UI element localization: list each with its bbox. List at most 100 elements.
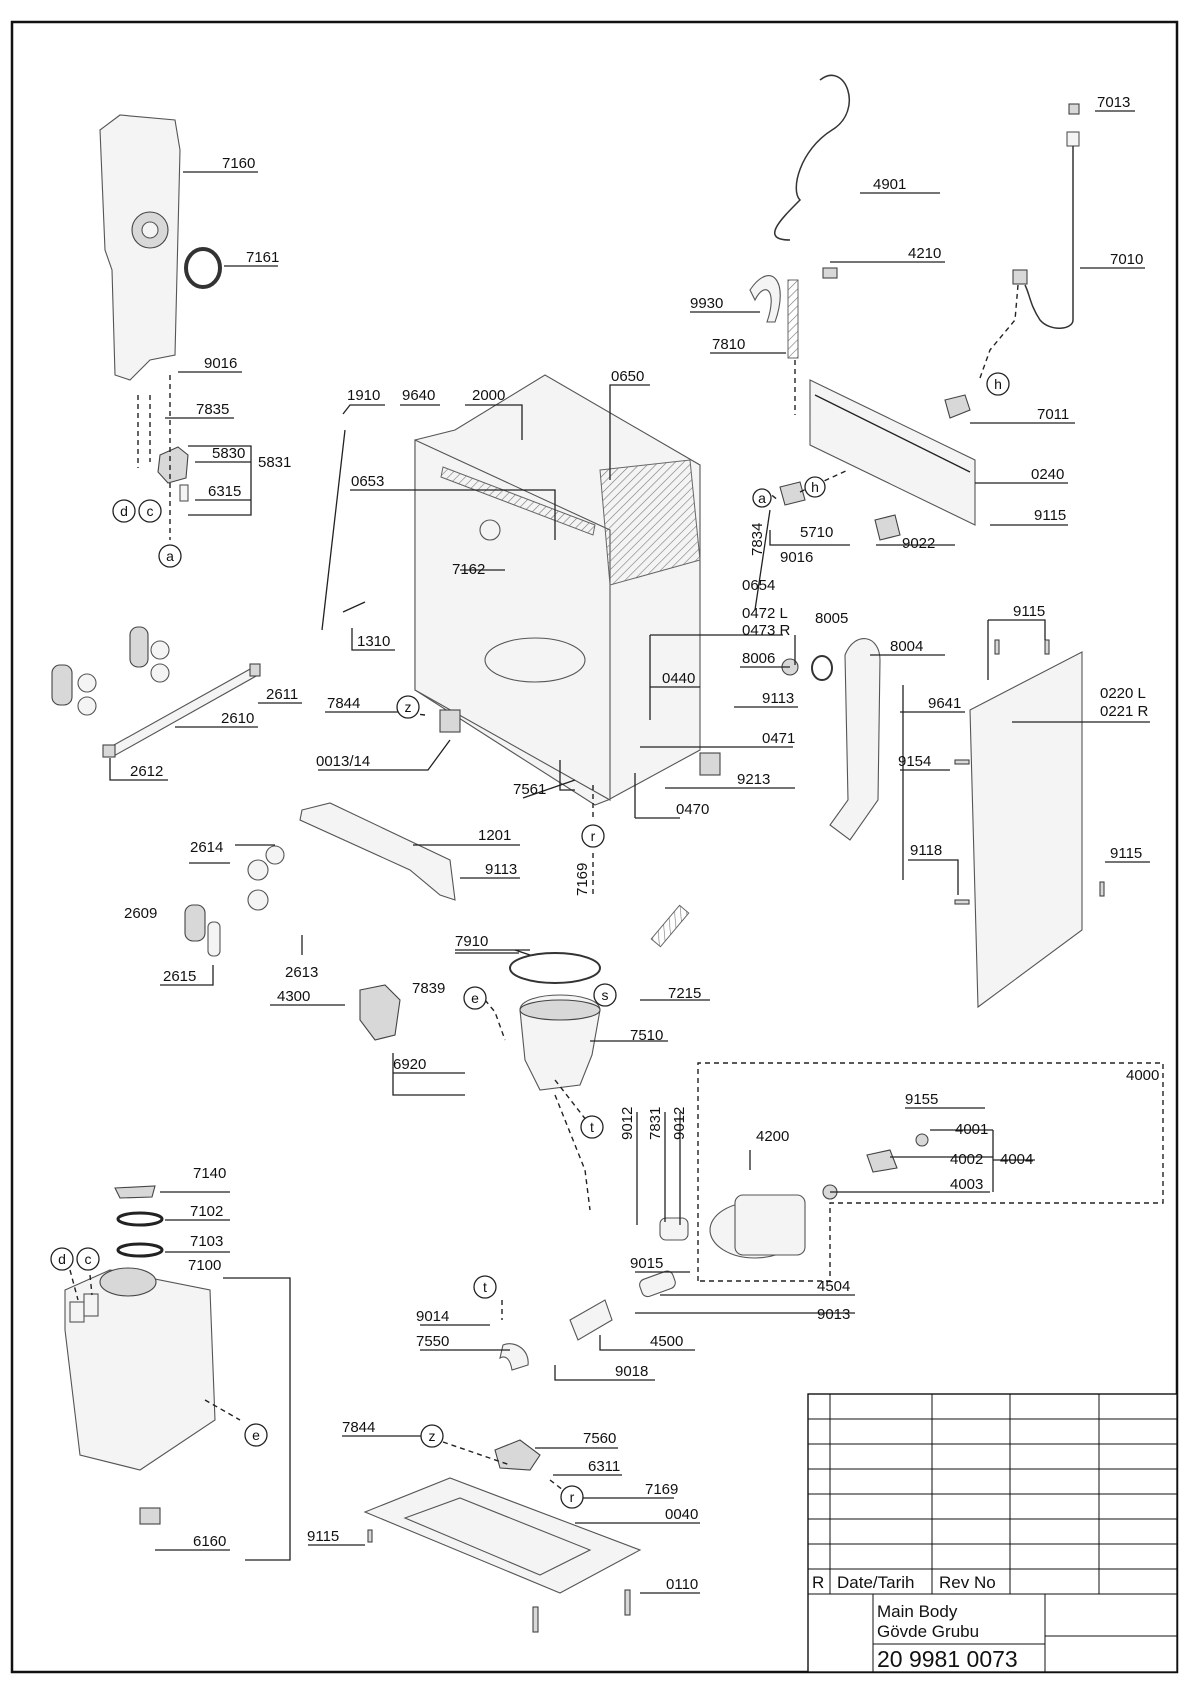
- part-label: 0013/14: [316, 753, 370, 770]
- part-label: 6311: [588, 1458, 620, 1475]
- part-label: 9930: [690, 295, 723, 312]
- part-label: 0440: [662, 670, 695, 687]
- part-label: 7835: [196, 401, 229, 418]
- part-label: 9213: [737, 771, 770, 788]
- part-label: 5710: [800, 524, 833, 541]
- part-label: 4002: [950, 1151, 983, 1168]
- part-7215-hose: [650, 904, 690, 948]
- part-2614-roller-a: [247, 859, 269, 881]
- part-label: 1201: [478, 827, 511, 844]
- part-7103-ring: [116, 1242, 164, 1258]
- part-8005-ring: [811, 655, 833, 681]
- sheet-border: [10, 20, 1179, 1674]
- part-roller-2a: [150, 640, 170, 660]
- part-5830-valve: [157, 446, 189, 484]
- part-4504-hose: [639, 1270, 676, 1298]
- part-7161-ring: [184, 247, 222, 289]
- svg-text:z: z: [429, 1428, 436, 1444]
- part-label: 9155: [905, 1091, 938, 1108]
- svg-text:e: e: [471, 990, 479, 1006]
- part-4300-pump: [359, 984, 401, 1041]
- part-1201-cover: [299, 802, 456, 901]
- svg-text:e: e: [252, 1427, 260, 1443]
- circle-marker: c: [138, 499, 162, 523]
- part-2611-clip: [249, 663, 261, 677]
- part-label: 8006: [742, 650, 775, 667]
- part-2615-plate: [207, 921, 221, 957]
- part-label: 7834: [749, 523, 766, 556]
- title-block-rev-label: Rev No: [939, 1573, 996, 1592]
- part-label: 9118: [910, 842, 942, 859]
- part-label: 7215: [668, 985, 701, 1002]
- part-9115-screw-top-a: [994, 639, 1000, 655]
- part-label: 2609: [124, 905, 157, 922]
- part-label: 9115: [307, 1528, 339, 1545]
- part-9115-screw-side: [1099, 881, 1105, 897]
- part-6315-clip: [179, 484, 189, 502]
- part-label: 0220 L: [1100, 685, 1146, 702]
- svg-text:d: d: [120, 503, 128, 519]
- part-label: 7910: [455, 933, 488, 950]
- part-0653-gasket: [440, 466, 596, 536]
- part-label: 7550: [416, 1333, 449, 1350]
- svg-text:d: d: [58, 1251, 66, 1267]
- part-label: 0040: [665, 1506, 698, 1523]
- part-2000-tub-front: [414, 439, 611, 801]
- part-foot-rear: [699, 752, 721, 776]
- part-label: 4001: [955, 1121, 988, 1138]
- part-0650-insulation: [599, 459, 701, 586]
- circle-marker: r: [581, 824, 605, 848]
- part-label: 9022: [902, 535, 935, 552]
- circle-marker: z: [420, 1424, 444, 1448]
- part-label: 0653: [351, 473, 384, 490]
- part-1910-seal: [321, 429, 346, 631]
- part-label: 4500: [650, 1333, 683, 1350]
- part-7810-hose: [787, 279, 799, 359]
- part-label: 9115: [1013, 603, 1045, 620]
- title-block-name-tr: Gövde Grubu: [877, 1622, 979, 1641]
- circle-marker: a: [752, 488, 772, 508]
- svg-text:s: s: [602, 987, 609, 1003]
- circle-marker: r: [560, 1485, 584, 1509]
- part-label: 7011: [1037, 406, 1069, 423]
- part-0110-screw-a: [624, 1589, 631, 1616]
- part-label: 2615: [163, 968, 196, 985]
- part-7102-ring: [116, 1211, 164, 1227]
- part-0110-screw-b: [532, 1606, 539, 1633]
- part-4901-cable: [774, 74, 850, 241]
- part-label: 2611: [266, 686, 298, 703]
- part-label: 9154: [898, 753, 931, 770]
- part-labels: 7160 7161 9016 7835 5830 5831 6315 2611 …: [124, 94, 1159, 1593]
- circle-marker: e: [463, 986, 487, 1010]
- part-roller-1a: [77, 673, 97, 693]
- part-label: 0240: [1031, 466, 1064, 483]
- part-label: 0654: [742, 577, 775, 594]
- part-label: 2000: [472, 387, 505, 404]
- svg-text:h: h: [811, 479, 819, 495]
- svg-text:c: c: [147, 503, 154, 519]
- part-9115-screw-top-b: [1044, 639, 1050, 655]
- part-7100-inlet-c: [83, 1293, 99, 1317]
- part-label: 9115: [1034, 507, 1066, 524]
- svg-text:t: t: [483, 1279, 487, 1295]
- part-7831-sleeve: [659, 1217, 689, 1241]
- part-label: 8004: [890, 638, 923, 655]
- part-2609-roller-bracket: [184, 904, 206, 942]
- circle-marker: z: [396, 695, 420, 719]
- svg-text:t: t: [590, 1119, 594, 1135]
- part-9022-bracket: [874, 514, 901, 541]
- part-4000-motor-body: [734, 1194, 806, 1256]
- part-label: 9640: [402, 387, 435, 404]
- svg-text:z: z: [405, 699, 412, 715]
- part-9115-screw-base: [367, 1529, 373, 1543]
- part-label: 7844: [342, 1419, 375, 1436]
- part-1310-clip: [342, 601, 366, 613]
- part-label: 9012: [619, 1107, 636, 1140]
- part-9118-screw: [954, 899, 970, 905]
- part-label: 7161: [246, 249, 279, 266]
- circle-marker: t: [580, 1115, 604, 1139]
- part-label: 7844: [327, 695, 360, 712]
- part-label: 4003: [950, 1176, 983, 1193]
- part-7100-inlet-d: [69, 1301, 85, 1323]
